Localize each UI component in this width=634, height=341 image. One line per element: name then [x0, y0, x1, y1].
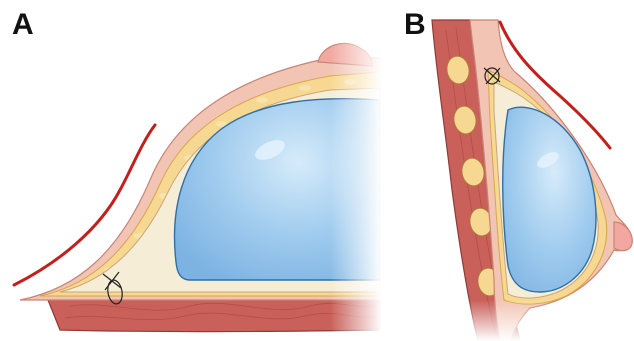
implant-b — [503, 107, 596, 292]
panel-a — [14, 40, 382, 340]
fade-mask-a — [330, 40, 382, 340]
fade-mask-b — [426, 300, 634, 341]
panel-b — [426, 20, 634, 341]
nipple-b — [614, 222, 632, 251]
